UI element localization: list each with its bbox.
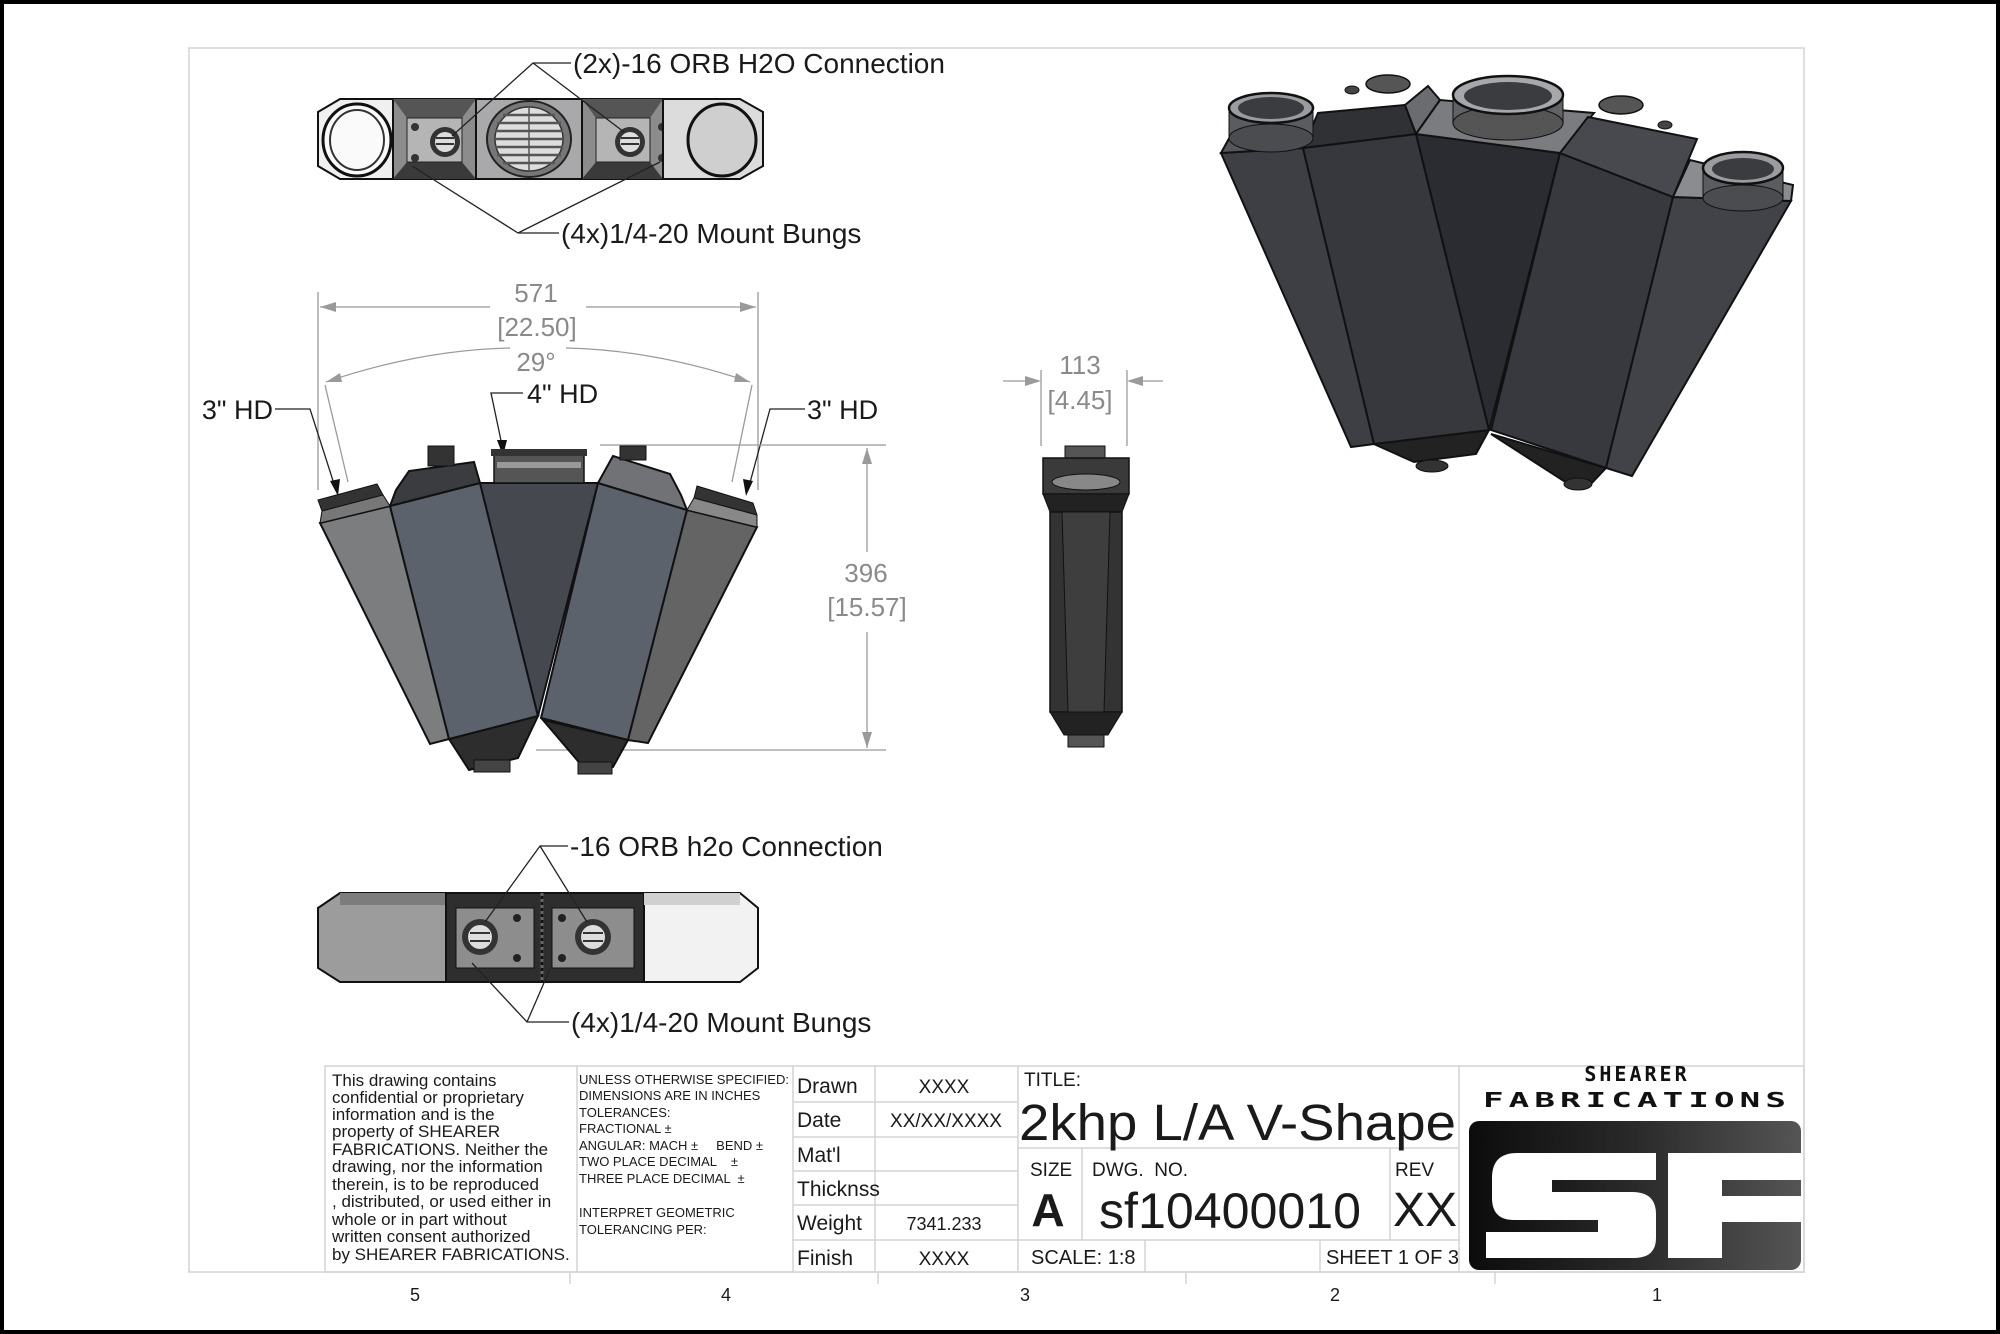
disclaimer-line: written consent authorized <box>331 1227 530 1246</box>
mount-bung-icon <box>411 154 419 162</box>
width-dimension-mm: 571 <box>514 278 557 308</box>
drawing-fields: Drawn XXXX Date XX/XX/XXXX Mat'l Thickns… <box>797 1075 1002 1270</box>
size-label: SIZE <box>1030 1160 1072 1181</box>
size-value: A <box>1031 1184 1064 1236</box>
tolerance-line: TOLERANCING PER: <box>579 1222 707 1237</box>
logo-s-mark <box>1486 1153 1656 1258</box>
rev-label: REV <box>1395 1160 1434 1181</box>
right-3in-port-icon <box>686 102 758 178</box>
left-port-callout: 3" HD <box>202 395 273 425</box>
disclaimer-line: property of SHEARER <box>332 1122 500 1141</box>
disclaimer-line: , distributed, or used either in <box>332 1192 551 1211</box>
logo-line-2: FABRICATIONS <box>1483 1088 1791 1112</box>
tolerance-line: FRACTIONAL ± <box>579 1121 672 1136</box>
tolerance-line: THREE PLACE DECIMAL ± <box>579 1171 745 1186</box>
isometric-view <box>1219 74 1795 491</box>
side-view: 113 [4.45] <box>1003 350 1163 748</box>
tolerances: UNLESS OTHERWISE SPECIFIED: DIMENSIONS A… <box>579 1072 789 1237</box>
tolerance-line: ANGULAR: MACH ± BEND ± <box>579 1138 763 1153</box>
logo-line-1: SHEARER <box>1584 1062 1689 1086</box>
bottom-view: -16 ORB h2o Connection (4x)1/4-20 Mount … <box>317 831 883 1038</box>
bottom-right-end <box>643 892 759 983</box>
scale-text: SCALE: 1:8 <box>1031 1247 1136 1269</box>
height-dimension-in: [15.57] <box>827 592 907 622</box>
field-value-drawn: XXXX <box>919 1077 970 1098</box>
field-label-weight: Weight <box>797 1212 862 1235</box>
field-value-date: XX/XX/XXXX <box>890 1111 1002 1132</box>
disclaimer-line: This drawing contains <box>332 1071 496 1090</box>
width-dimension-in: [22.50] <box>497 312 577 342</box>
top-bungs-callout: (4x)1/4-20 Mount Bungs <box>561 218 861 249</box>
bottom-connection-callout: -16 ORB h2o Connection <box>570 831 883 862</box>
disclaimer-line: by SHEARER FABRICATIONS. <box>332 1245 570 1264</box>
top-view: (2x)-16 ORB H2O Connection (4x)1/4-20 Mo… <box>317 48 945 249</box>
right-top-tank <box>596 454 689 512</box>
zone-number: 1 <box>1652 1285 1662 1305</box>
tolerance-line: INTERPRET GEOMETRIC <box>579 1205 735 1220</box>
zone-number: 3 <box>1020 1285 1030 1305</box>
left-3in-port-icon <box>321 102 393 178</box>
center-port-callout: 4" HD <box>527 379 598 409</box>
field-value-finish: XXXX <box>919 1249 970 1270</box>
field-label-finish: Finish <box>797 1247 853 1270</box>
bottom-left-end <box>317 892 447 983</box>
angle-dimension: 29° <box>516 347 555 377</box>
bottom-bungs-callout: (4x)1/4-20 Mount Bungs <box>571 1007 871 1038</box>
company-logo: SHEARER FABRICATIONS <box>1469 1062 1801 1270</box>
disclaimer-line: information and is the <box>332 1105 495 1124</box>
dwg-no-label: DWG. NO. <box>1092 1160 1188 1181</box>
field-label-drawn: Drawn <box>797 1075 858 1098</box>
drawing-title: 2khp L/A V-Shape <box>1019 1094 1456 1151</box>
depth-dimension-in: [4.45] <box>1047 385 1112 415</box>
front-view: 571 [22.50] 29° 4" HD 3" HD 3" HD 396 [1… <box>202 278 907 775</box>
logo-f-mark <box>1668 1153 1801 1258</box>
disclaimer-line: drawing, nor the information <box>332 1157 543 1176</box>
tolerance-line: TOLERANCES: <box>579 1105 671 1120</box>
field-label-material: Mat'l <box>797 1144 841 1167</box>
disclaimer-line: confidential or proprietary <box>332 1088 524 1107</box>
zone-number: 2 <box>1330 1285 1340 1305</box>
disclaimer-line: therein, is to be reproduced <box>332 1175 539 1194</box>
disclaimer-line: FABRICATIONS. Neither the <box>332 1140 548 1159</box>
field-label-date: Date <box>797 1109 841 1132</box>
disclaimer-line: whole or in part without <box>331 1210 507 1229</box>
zone-markers: 5 4 3 2 1 <box>410 1272 1662 1305</box>
iso-right-top-tank <box>1558 115 1699 199</box>
depth-dimension-mm: 113 <box>1059 350 1100 380</box>
tolerance-line: DIMENSIONS ARE IN INCHES <box>579 1088 761 1103</box>
height-dimension-mm: 396 <box>844 558 887 588</box>
zone-number: 5 <box>410 1285 420 1305</box>
tolerance-line: UNLESS OTHERWISE SPECIFIED: <box>579 1072 789 1087</box>
sheet-text: SHEET 1 OF 3 <box>1326 1247 1459 1269</box>
disclaimer: This drawing contains confidential or pr… <box>331 1071 570 1264</box>
tolerance-line: TWO PLACE DECIMAL ± <box>579 1154 738 1169</box>
rev-value: XX <box>1393 1184 1457 1237</box>
field-value-weight: 7341.233 <box>906 1214 981 1234</box>
dwg-no-value: sf10400010 <box>1099 1183 1361 1239</box>
field-label-thickness: Thicknss <box>797 1178 880 1201</box>
top-connection-callout: (2x)-16 ORB H2O Connection <box>573 48 945 79</box>
title-block: This drawing contains confidential or pr… <box>324 1062 1805 1273</box>
title-label: TITLE: <box>1024 1070 1081 1091</box>
zone-number: 4 <box>721 1285 731 1305</box>
mount-bung-icon <box>411 123 419 131</box>
right-port-callout: 3" HD <box>807 395 878 425</box>
